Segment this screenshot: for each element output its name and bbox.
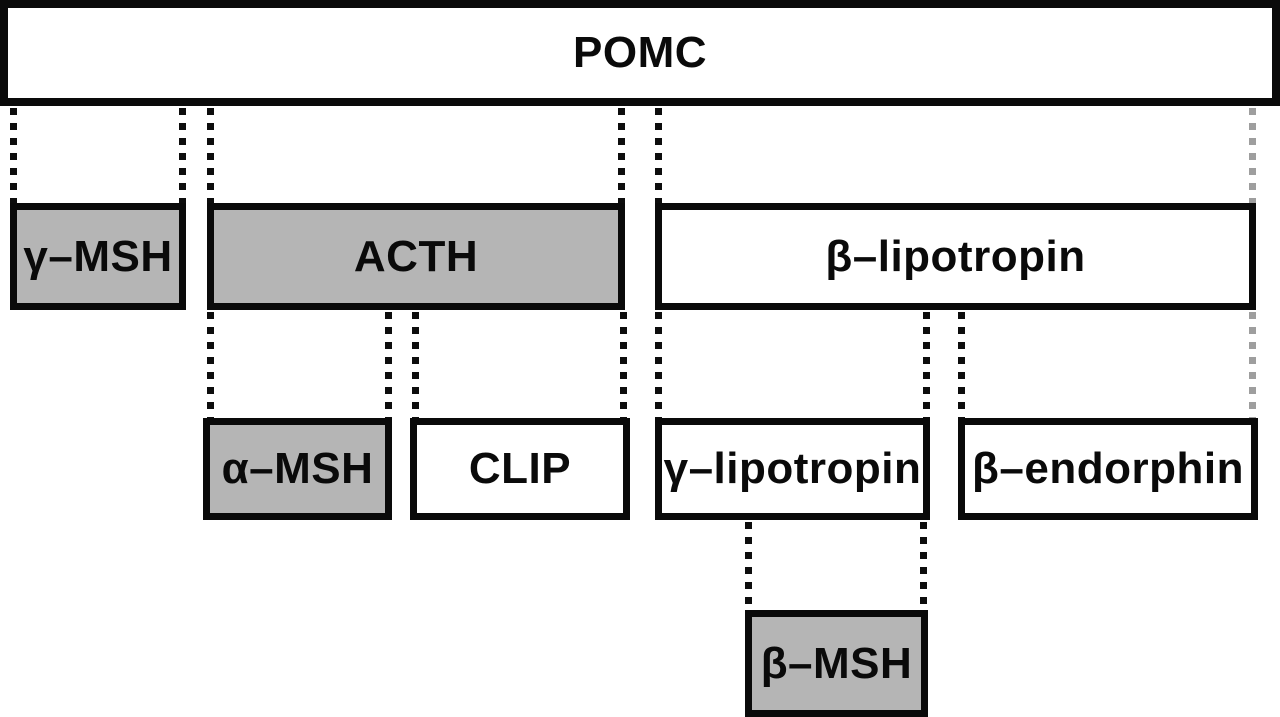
box-beta-lipotropin: β–lipotropin: [655, 203, 1256, 310]
connector-pomc-gammamsh-left: [10, 108, 17, 203]
box-beta-msh-label: β–MSH: [760, 638, 913, 688]
box-clip-label: CLIP: [468, 444, 572, 493]
box-alpha-msh: α–MSH: [203, 418, 392, 520]
box-clip: CLIP: [410, 418, 630, 520]
connector-gammalipo-betamsh-left: [745, 522, 752, 610]
connector-betalipo-betaendorphin-left: [958, 312, 965, 418]
box-beta-lipotropin-label: β–lipotropin: [825, 231, 1086, 281]
connector-pomc-betalipo-right: [1249, 108, 1256, 203]
connector-pomc-gammamsh-right: [179, 108, 186, 203]
box-gamma-lipotropin: γ–lipotropin: [655, 418, 930, 520]
box-pomc: POMC: [0, 0, 1280, 106]
box-gamma-msh-label: γ–MSH: [23, 231, 173, 281]
box-pomc-label: POMC: [573, 28, 707, 77]
box-alpha-msh-label: α–MSH: [221, 444, 374, 493]
box-beta-endorphin-label: β–endorphin: [972, 444, 1244, 493]
connector-pomc-acth-left: [207, 108, 214, 203]
connector-acth-clip-right: [620, 312, 627, 418]
box-beta-msh: β–MSH: [745, 610, 928, 717]
box-gamma-msh: γ–MSH: [10, 203, 186, 310]
box-beta-endorphin: β–endorphin: [958, 418, 1258, 520]
connector-betalipo-betaendorphin-right: [1249, 312, 1256, 418]
connector-betalipo-gammalipo-right: [923, 312, 930, 418]
connector-acth-alphamsh-left: [207, 312, 214, 418]
connector-betalipo-gammalipo-left: [655, 312, 662, 418]
connector-acth-alphamsh-right: [385, 312, 392, 418]
connector-acth-clip-left: [412, 312, 419, 418]
box-acth-label: ACTH: [353, 231, 479, 281]
connector-gammalipo-betamsh-right: [920, 522, 927, 610]
connector-pomc-acth-right: [618, 108, 625, 203]
box-acth: ACTH: [207, 203, 625, 310]
connector-pomc-betalipo-left: [655, 108, 662, 203]
box-gamma-lipotropin-label: γ–lipotropin: [663, 444, 922, 493]
